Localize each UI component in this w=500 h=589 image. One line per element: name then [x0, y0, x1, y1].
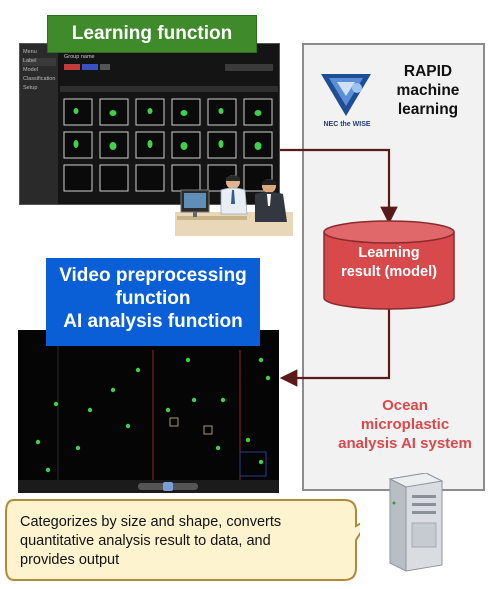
particle-sample: [218, 140, 224, 148]
thumbnail-frame: [243, 98, 273, 126]
video-title-line-1: Video preprocessing: [59, 265, 247, 286]
thumbnail-frame: [243, 131, 273, 159]
microplastic-particle: [185, 357, 191, 363]
particle-sample: [254, 142, 262, 150]
thumbnail-frame: [99, 164, 129, 192]
sidebar-item-classification: Classification: [23, 76, 56, 82]
particle-sample: [109, 110, 117, 116]
rapid-line-1: RAPID: [403, 63, 453, 80]
particle-sample: [218, 108, 224, 114]
people-at-computer-icon: [175, 175, 293, 236]
ocean-line-3: analysis AI system: [338, 435, 472, 452]
group-text: Group: [64, 54, 80, 60]
rapid-line-2: machine: [396, 82, 460, 99]
microplastic-particle: [87, 407, 93, 413]
particle-sample: [147, 140, 153, 148]
video-title-line-3: AI analysis function: [63, 311, 243, 332]
microplastic-particle: [265, 375, 271, 381]
ocean-system-label: Ocean microplastic analysis AI system: [330, 396, 480, 453]
sidebar-item-model: Model: [23, 67, 38, 73]
microplastic-particle: [215, 445, 221, 451]
rapid-label: RAPID machine learning: [383, 62, 473, 119]
callout-line-2: quantitative analysis result to data, an…: [20, 533, 271, 549]
callout-line-1: Categorizes by size and shape, converts: [20, 514, 282, 530]
microplastic-particle: [110, 387, 116, 393]
nec-the-wise-logo: [321, 74, 371, 116]
thumbnail-frame: [63, 164, 93, 192]
microplastic-particle: [125, 423, 131, 429]
learning-result-cylinder: [323, 220, 455, 310]
sidebar-item-label: Label: [23, 58, 37, 64]
logo-text: NEC the WISE: [323, 121, 371, 128]
cylinder-line-2: result (model): [341, 264, 437, 280]
microplastic-particle: [135, 367, 141, 373]
thumbnail-frame: [135, 164, 165, 192]
particle-sample: [254, 110, 262, 116]
callout-text: Categorizes by size and shape, converts …: [20, 513, 340, 570]
microplastic-particle: [245, 437, 251, 443]
microplastic-particle: [258, 459, 264, 465]
particle-sample: [73, 108, 79, 114]
output-callout: [5, 499, 360, 581]
name-text: name: [80, 54, 95, 60]
microplastic-particle: [191, 397, 197, 403]
microplastic-particle: [75, 445, 81, 451]
particle-sample: [109, 142, 117, 150]
video-ai-function-title: Video preprocessing function AI analysis…: [46, 258, 260, 346]
microplastic-particle: [165, 407, 171, 413]
group-label: Group name: [64, 54, 95, 60]
particle-sample: [180, 142, 188, 150]
sidebar-menu: Menu Label Model Classification Setup: [23, 48, 55, 93]
callout-line-3: provides output: [20, 552, 120, 568]
learning-function-title: Learning function: [47, 15, 257, 53]
learning-ui-graphic: [20, 44, 279, 204]
video-title-line-2: function: [115, 288, 191, 309]
sidebar-item-setup: Setup: [23, 85, 38, 91]
microplastic-particle: [258, 357, 264, 363]
microplastic-particle: [53, 401, 59, 407]
particle-sample: [147, 108, 153, 114]
cylinder-label: Learning result (model): [322, 244, 456, 282]
particle-sample: [180, 110, 188, 116]
ocean-line-2: microplastic: [360, 416, 450, 433]
server-icon: [388, 473, 444, 572]
ocean-line-1: Ocean: [382, 397, 428, 414]
video-analysis-graphic: [18, 330, 279, 493]
sidebar-item-menu: Menu: [23, 49, 37, 55]
microplastic-particle: [220, 397, 226, 403]
particle-sample: [73, 140, 79, 148]
microplastic-particle: [45, 467, 51, 473]
video-analysis-screenshot: [18, 330, 279, 493]
cylinder-line-1: Learning: [358, 245, 420, 261]
rapid-line-3: learning: [397, 101, 459, 118]
microplastic-particle: [35, 439, 41, 445]
